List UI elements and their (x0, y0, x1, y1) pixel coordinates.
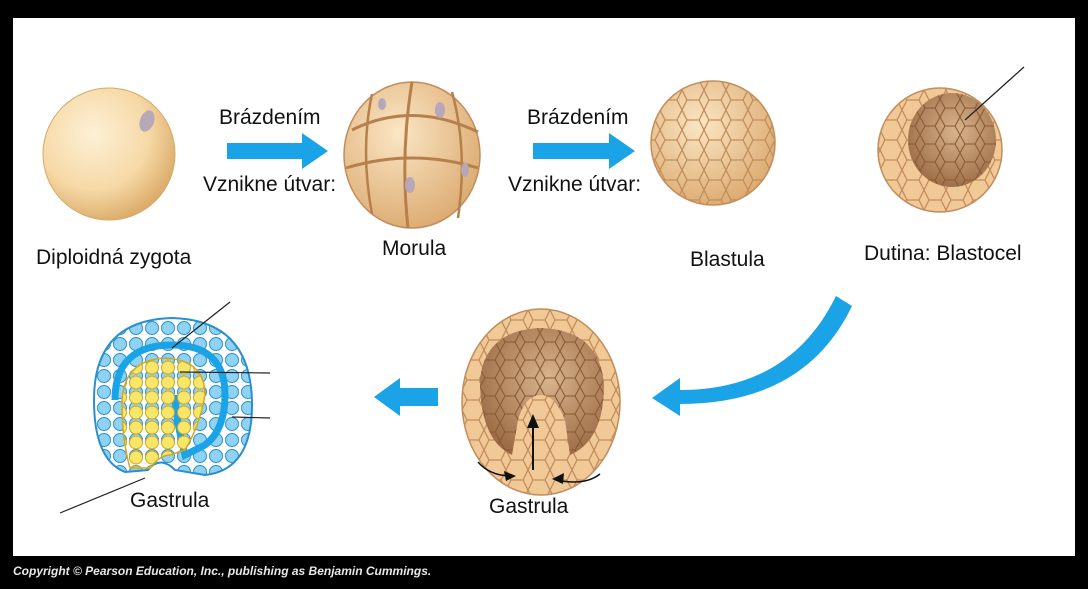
copyright-footer: Copyright © Pearson Education, Inc., pub… (13, 564, 431, 578)
early-gastrula-label: Gastrula (489, 496, 568, 517)
cleavage-label-2: Brázdením (527, 107, 629, 128)
late-gastrula-label: Gastrula (130, 490, 209, 511)
cleavage-arrow-1 (227, 133, 328, 169)
left-arrow (374, 378, 438, 416)
forms-label-1: Vznikne útvar: (203, 174, 336, 195)
late-gastrula-illustration (60, 302, 270, 513)
zygote-label: Diploidná zygota (36, 247, 191, 268)
zygote-illustration (43, 88, 175, 220)
blastula-illustration (651, 81, 775, 205)
morula-illustration (344, 82, 480, 228)
blastocoel-illustration (878, 67, 1024, 212)
morula-label: Morula (382, 238, 446, 259)
forms-label-2: Vznikne útvar: (508, 174, 641, 195)
curved-arrow (652, 296, 852, 416)
cleavage-label-1: Brázdením (219, 107, 321, 128)
cleavage-arrow-2 (533, 133, 635, 169)
blastula-label: Blastula (690, 249, 765, 270)
blastocel-label: Dutina: Blastocel (864, 243, 1022, 264)
early-gastrula-illustration (462, 309, 620, 495)
